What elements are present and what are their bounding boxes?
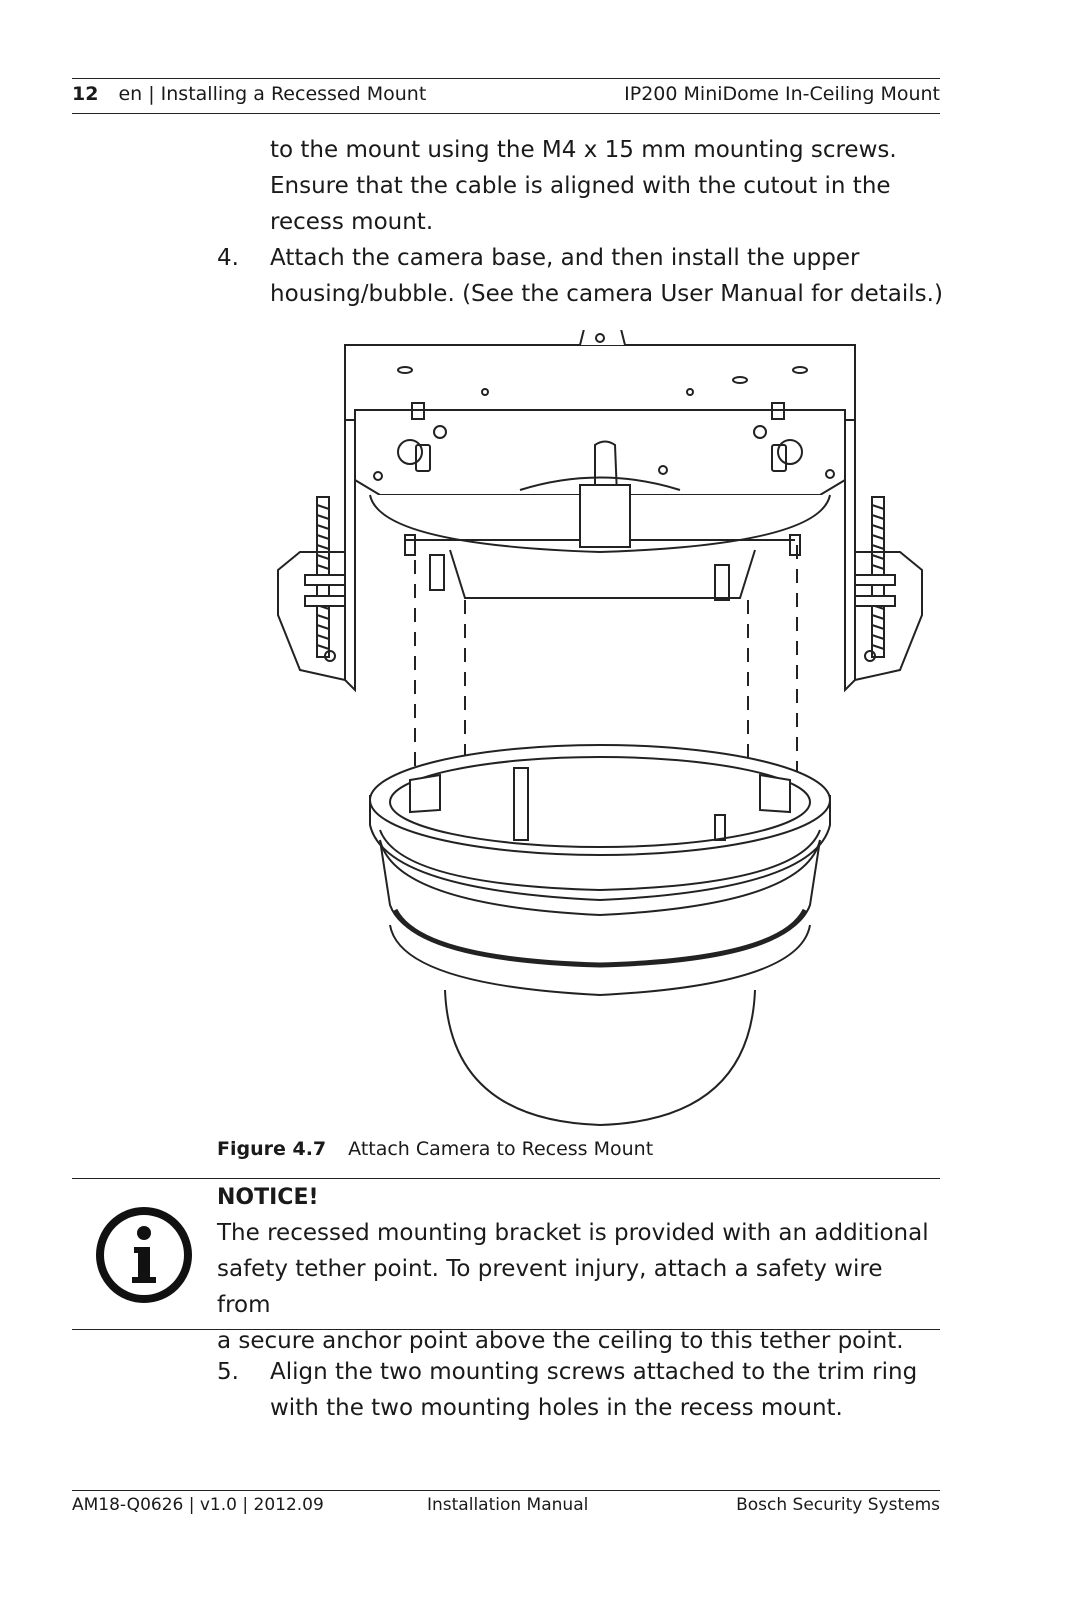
section-title: en | Installing a Recessed Mount — [118, 83, 427, 105]
step4-text: Attach the camera base, and then install… — [270, 245, 943, 307]
step4-number: 4. — [217, 245, 239, 271]
page-footer: AM18-Q0626 | v1.0 | 2012.09 Installation… — [72, 1490, 940, 1521]
page-number: 12 — [72, 83, 99, 105]
figure-caption: Figure 4.7 Attach Camera to Recess Mount — [217, 1138, 653, 1160]
figure-label: Figure 4.7 — [217, 1138, 327, 1160]
step3-continuation: to the mount using the M4 x 15 mm mounti… — [270, 137, 897, 235]
page-header: 12 en | Installing a Recessed Mount IP200… — [72, 78, 940, 114]
company-name: Bosch Security Systems — [736, 1495, 940, 1515]
recess-mount-camera-illustration — [270, 324, 940, 1130]
figure-caption-text: Attach Camera to Recess Mount — [348, 1138, 654, 1160]
product-title: IP200 MiniDome In-Ceiling Mount — [624, 83, 940, 105]
notice-title: NOTICE! — [217, 1185, 319, 1210]
info-icon — [96, 1207, 192, 1303]
document-id: AM18-Q0626 | v1.0 | 2012.09 — [72, 1495, 324, 1515]
notice-text: The recessed mounting bracket is provide… — [217, 1220, 929, 1354]
step5-text: Align the two mounting screws attached t… — [270, 1359, 918, 1421]
notice-box: NOTICE! The recessed mounting bracket is… — [72, 1178, 940, 1354]
document-type: Installation Manual — [427, 1495, 589, 1515]
step5-number: 5. — [217, 1359, 239, 1385]
